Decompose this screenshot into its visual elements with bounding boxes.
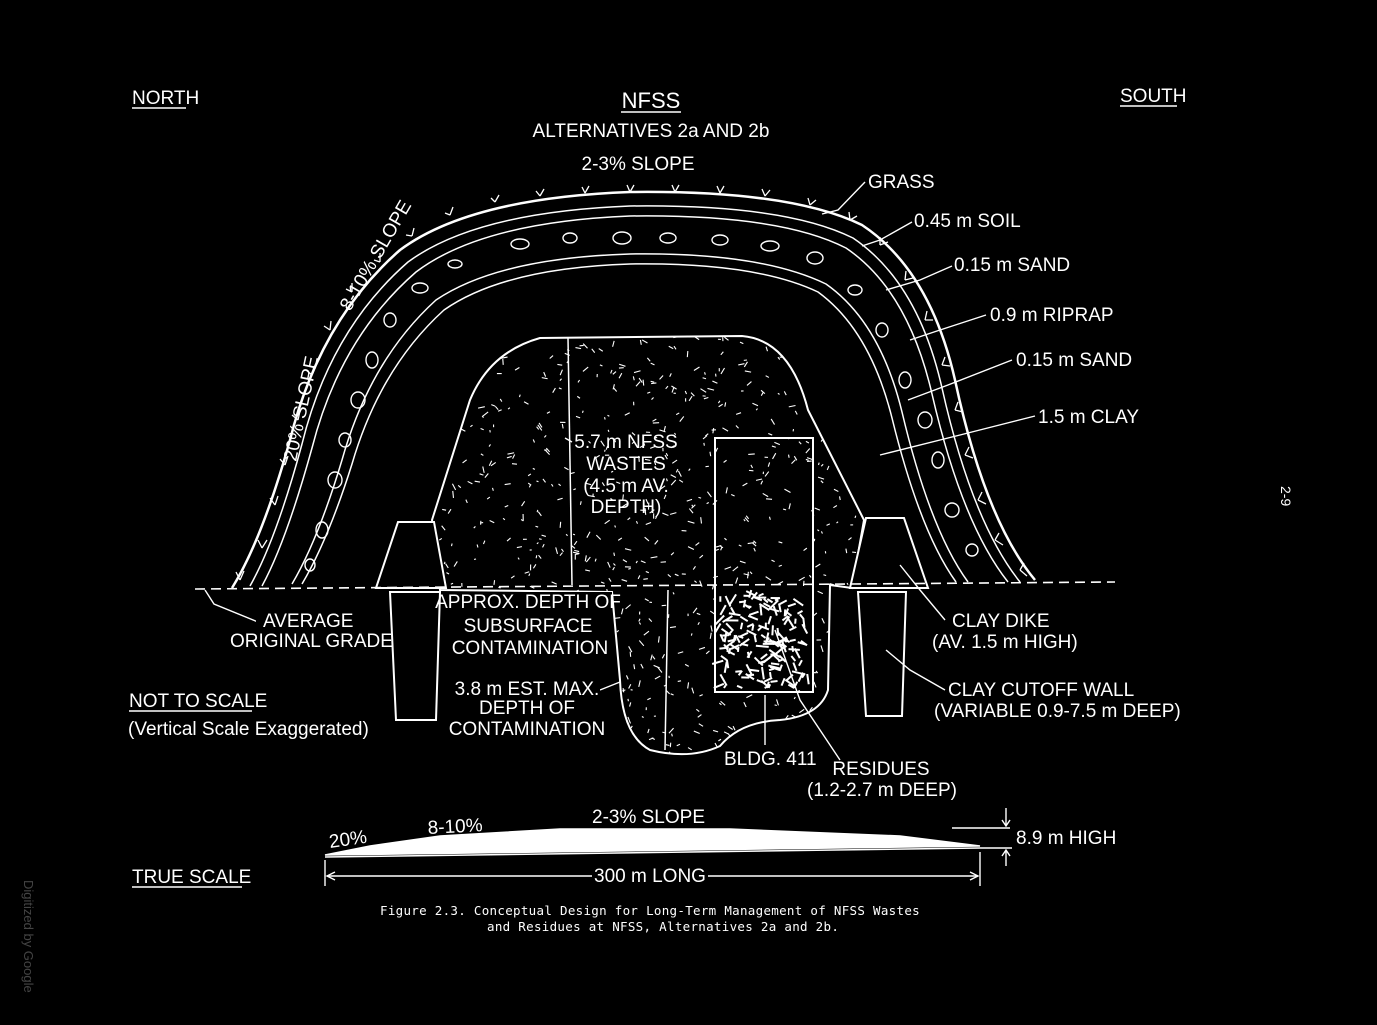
north-label: NORTH: [132, 88, 199, 109]
svg-text:and Residues at NFSS, Alternat: and Residues at NFSS, Alternatives 2a an…: [487, 919, 839, 934]
svg-text:APPROX. DEPTH OF: APPROX. DEPTH OF: [435, 592, 621, 613]
cutoff-walls: [388, 591, 908, 721]
svg-text:ORIGINAL GRADE: ORIGINAL GRADE: [230, 631, 393, 652]
ts-long-label: 300 m LONG: [594, 866, 706, 887]
svg-text:DEPTH): DEPTH): [591, 497, 662, 518]
cutoff-wall-label: CLAY CUTOFF WALL (VARIABLE 0.9-7.5 m DEE…: [934, 680, 1181, 722]
south-header: SOUTH: [1120, 86, 1187, 107]
riprap-bottom-line: [291, 253, 969, 585]
subsurface-label: APPROX. DEPTH OF SUBSURFACE CONTAMINATIO…: [435, 592, 621, 660]
original-grade-label: AVERAGE ORIGINAL GRADE: [230, 606, 393, 652]
svg-text:DEPTH OF: DEPTH OF: [479, 698, 575, 719]
soil-surface: [230, 190, 1036, 589]
residues-label: RESIDUES (1.2-2.7 m DEEP): [807, 759, 957, 801]
svg-text:CONTAMINATION: CONTAMINATION: [449, 719, 606, 740]
svg-text:SUBSURFACE: SUBSURFACE: [464, 616, 593, 637]
figure-caption: Figure 2.3. Conceptual Design for Long-T…: [380, 903, 920, 934]
vertical-exag-label: (Vertical Scale Exaggerated): [128, 719, 369, 740]
north-header: NORTH: [132, 88, 199, 109]
bldg-411-label: BLDG. 411: [724, 749, 817, 770]
svg-text:(4.5 m AV.: (4.5 m AV.: [583, 476, 669, 497]
est-depth-label: 3.8 m EST. MAX. DEPTH OF CONTAMINATION: [449, 676, 606, 740]
true-scale-label: TRUE SCALE: [132, 867, 251, 888]
building-411: [711, 437, 814, 693]
south-label: SOUTH: [1120, 86, 1187, 107]
diagram-title: NFSS: [622, 88, 681, 113]
svg-text:CLAY DIKE: CLAY DIKE: [952, 611, 1050, 632]
diagram-subtitle: ALTERNATIVES 2a AND 2b: [533, 121, 770, 142]
top-slope-label: 2-3% SLOPE: [582, 154, 695, 175]
riprap-top-line: [261, 215, 1009, 587]
scale-note: NOT TO SCALE (Vertical Scale Exaggerated…: [128, 691, 369, 740]
cap-layers: [230, 190, 1036, 589]
sand-lower-line: [301, 263, 957, 585]
true-scale-profile: TRUE SCALE 20% 8-10% 2-3% SLOPE 8.9 m HI…: [132, 807, 1116, 888]
svg-text:WASTES: WASTES: [586, 454, 666, 475]
svg-text:(1.2-2.7 m DEEP): (1.2-2.7 m DEEP): [807, 780, 957, 801]
ts-8-10-label: 8-10%: [427, 815, 483, 839]
clay-label: 1.5 m CLAY: [1038, 407, 1139, 428]
residue-fill: [711, 589, 810, 689]
leader-lines: [204, 181, 1036, 761]
sand-upper-label: 0.15 m SAND: [954, 255, 1070, 276]
sand-lower-label: 0.15 m SAND: [1016, 350, 1132, 371]
sand-upper-line: [249, 205, 1021, 587]
watermark: Digitized by Google: [21, 880, 36, 993]
grass-tufts: [235, 184, 1028, 581]
wastes-label: 5.7 m NFSS WASTES (4.5 m AV. DEPTH): [574, 432, 677, 518]
ts-high-label: 8.9 m HIGH: [1016, 828, 1116, 849]
svg-text:(VARIABLE 0.9-7.5 m DEEP): (VARIABLE 0.9-7.5 m DEEP): [934, 701, 1181, 722]
original-grade-line: [194, 581, 1116, 590]
clay-dike-label: CLAY DIKE (AV. 1.5 m HIGH): [932, 611, 1078, 653]
svg-text:AVERAGE: AVERAGE: [263, 611, 353, 632]
svg-text:(AV. 1.5 m HIGH): (AV. 1.5 m HIGH): [932, 632, 1078, 653]
clay-dikes: [374, 517, 930, 589]
ts-2-3-label: 2-3% SLOPE: [592, 807, 705, 828]
riprap-stones: [304, 231, 979, 572]
grass-label: GRASS: [868, 172, 935, 193]
riprap-label: 0.9 m RIPRAP: [990, 305, 1114, 326]
svg-text:CONTAMINATION: CONTAMINATION: [452, 638, 609, 659]
svg-text:RESIDUES: RESIDUES: [832, 759, 929, 780]
svg-text:3.8 m EST. MAX.: 3.8 m EST. MAX.: [455, 679, 600, 700]
title-block: NFSS ALTERNATIVES 2a AND 2b 2-3% SLOPE: [533, 88, 770, 175]
svg-text:Figure 2.3. Conceptual Design: Figure 2.3. Conceptual Design for Long-T…: [380, 903, 920, 918]
svg-text:5.7 m NFSS: 5.7 m NFSS: [574, 432, 677, 453]
soil-label: 0.45 m SOIL: [914, 211, 1021, 232]
svg-text:CLAY CUTOFF WALL: CLAY CUTOFF WALL: [948, 680, 1134, 701]
not-to-scale-label: NOT TO SCALE: [129, 691, 267, 712]
slope-20-label: 20% SLOPE: [280, 354, 323, 463]
slope-8-10-label: 8-10% SLOPE: [336, 197, 416, 315]
page-number: 2-9: [1278, 486, 1294, 506]
